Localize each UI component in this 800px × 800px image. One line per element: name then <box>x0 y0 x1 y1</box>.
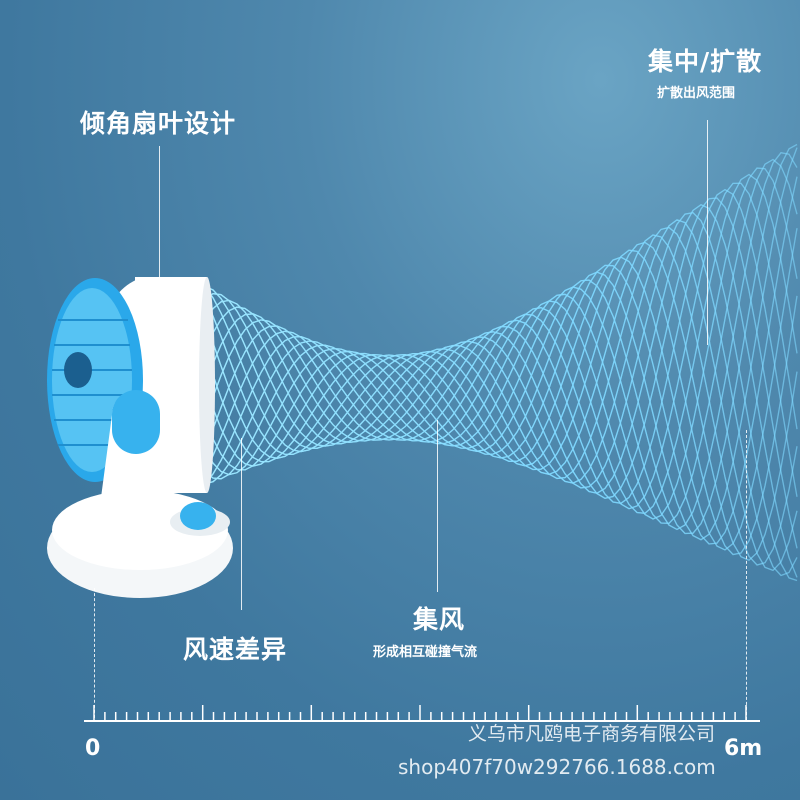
converge-title: 集风 <box>413 605 466 634</box>
ruler-end-marker <box>746 430 747 720</box>
callout-line-spread <box>707 120 708 345</box>
airflow-strand <box>204 182 798 510</box>
airflow-strand <box>204 241 798 561</box>
airflow-strand <box>204 219 798 577</box>
callout-line-speed <box>241 438 242 610</box>
fan-pivot-cap <box>112 390 160 454</box>
airflow-strand <box>204 167 798 520</box>
airflow-strand <box>204 203 798 578</box>
ruler-start-marker <box>94 588 95 718</box>
callout-line-blade <box>159 146 160 278</box>
airflow-strand <box>204 143 798 535</box>
airflow-strand <box>204 173 798 514</box>
airflow-strand <box>204 158 798 524</box>
watermark-company: 义乌市凡鸥电子商务有限公司 <box>468 723 716 745</box>
converge-subtitle: 形成相互碰撞气流 <box>373 645 478 660</box>
spread-subtitle: 扩散出风范围 <box>657 86 736 101</box>
fan-knob <box>180 502 216 530</box>
airflow-strand <box>204 197 798 549</box>
airflow-strand <box>204 147 798 541</box>
airflow-strand <box>204 176 798 545</box>
watermark-shop-url: shop407f70w292766.1688.com <box>398 755 716 779</box>
airflow-strand <box>204 226 798 572</box>
speed-difference-title: 风速差异 <box>183 635 288 664</box>
ruler-start-label: 0 <box>85 736 101 761</box>
blade-design-title: 倾角扇叶设计 <box>80 109 237 138</box>
ruler-end-label: 6m <box>724 736 763 761</box>
airflow-strand <box>204 249 798 556</box>
airflow-strand <box>204 234 798 566</box>
spread-title: 集中/扩散 <box>648 47 763 76</box>
callout-line-converge <box>437 420 438 592</box>
airflow-strand <box>204 151 798 531</box>
airflow-strand <box>204 212 798 582</box>
